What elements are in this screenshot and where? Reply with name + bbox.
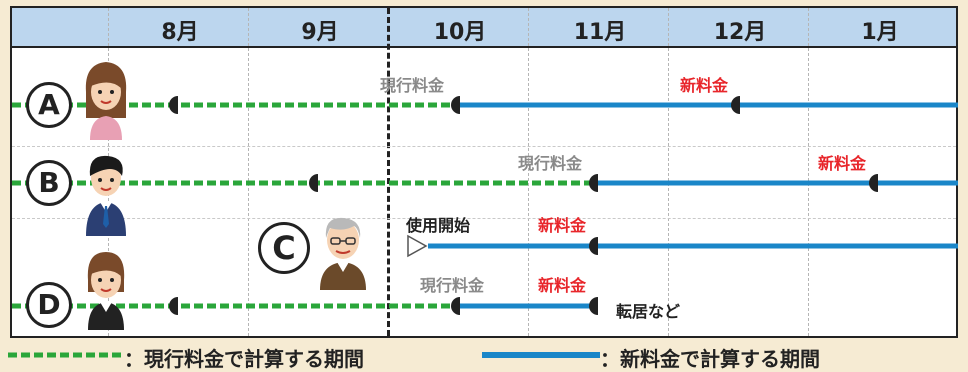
row-b-badge: B: [26, 160, 72, 206]
current-rate-label: 現行料金: [380, 76, 445, 95]
woman-long-hair-icon: [85, 62, 127, 140]
man-suit-icon: [86, 155, 126, 236]
month-label: 10月: [433, 20, 487, 45]
month-divider: [528, 8, 529, 336]
legend-dotted-text: ：現行料金で計算する期間: [124, 347, 364, 371]
month-label: 12月: [713, 20, 767, 45]
month-header: 8月 9月 10月 11月 12月 1月: [12, 8, 956, 48]
month-label: 8月: [161, 20, 199, 45]
row-divider: [12, 146, 956, 147]
month-label: 11月: [573, 20, 627, 45]
month-label: 1月: [861, 20, 899, 45]
month-label: 9月: [301, 20, 339, 45]
billing-period-diagram: 8月 9月 10月 11月 12月 1月: [10, 6, 958, 338]
legend-solid-text: ：新料金で計算する期間: [600, 347, 820, 371]
new-rate-label: 新料金: [538, 276, 587, 295]
elderly-man-icon: [320, 217, 366, 290]
new-rate-label: 新料金: [818, 154, 867, 173]
move-label: 転居など: [616, 302, 681, 321]
reading-marker: [169, 297, 178, 315]
reading-marker: [869, 174, 878, 192]
new-rate-label: 新料金: [680, 76, 729, 95]
reading-marker: [169, 96, 178, 114]
legend-solid-swatch: [482, 352, 600, 358]
row-d-badge: D: [26, 282, 72, 328]
reading-marker: [589, 174, 598, 192]
row-a-badge: A: [26, 82, 72, 128]
legend-dotted-swatch: [8, 352, 124, 358]
month-divider: [808, 8, 809, 336]
reading-marker: [451, 96, 460, 114]
reading-marker: [309, 174, 318, 192]
current-rate-label: 現行料金: [420, 276, 485, 295]
reading-marker: [589, 297, 598, 315]
row-divider: [12, 218, 956, 219]
rate-change-divider: [387, 8, 390, 336]
month-divider: [248, 8, 249, 336]
start-marker: [407, 234, 428, 258]
reading-marker: [451, 297, 460, 315]
reading-marker: [589, 237, 598, 255]
month-divider: [668, 8, 669, 336]
woman-short-hair-icon: [87, 252, 125, 330]
reading-marker: [731, 96, 740, 114]
current-rate-label: 現行料金: [518, 154, 583, 173]
row-c-badge: C: [258, 222, 310, 274]
new-rate-label: 新料金: [538, 216, 587, 235]
start-use-label: 使用開始: [406, 216, 471, 235]
